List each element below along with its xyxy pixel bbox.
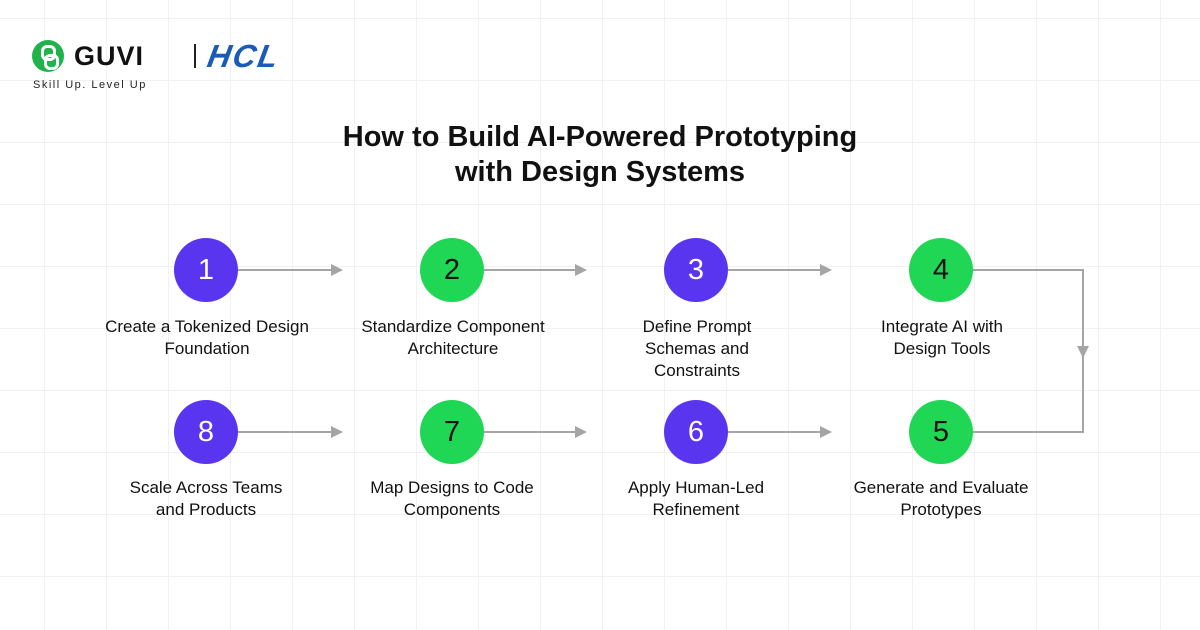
step-8-circle: 8	[174, 400, 238, 464]
guvi-wordmark: GUVI	[74, 41, 145, 71]
arrowhead-1-2	[331, 264, 343, 276]
step-3-label: Define Prompt Schemas and Constraints	[642, 317, 752, 380]
step-8-label: Scale Across Teams and Products	[129, 478, 283, 519]
step-5-number: 5	[932, 415, 950, 448]
step-7-number: 7	[443, 415, 461, 448]
step-5-label: Generate and Evaluate Prototypes	[853, 478, 1029, 519]
step-4-label: Integrate AI with Design Tools	[881, 317, 1003, 358]
step-7-circle: 7	[420, 400, 484, 464]
step-1-circle: 1	[174, 238, 238, 302]
arrowhead-8-7	[331, 426, 343, 438]
step-4-number: 4	[932, 253, 950, 286]
step-1-number: 1	[197, 253, 215, 286]
arrowhead-4-5	[1077, 346, 1089, 358]
title-line-1: How to Build AI-Powered Prototyping	[342, 121, 858, 153]
step-6-label: Apply Human-Led Refinement	[627, 478, 765, 519]
brand-tagline: Skill Up. Level Up	[33, 79, 147, 91]
step-2-circle: 2	[420, 238, 484, 302]
step-1-label: Create a Tokenized Design Foundation	[105, 317, 309, 358]
guvi-logo-icon	[32, 40, 64, 72]
brand-logo: GUVI HCL Skill Up. Level Up	[32, 38, 332, 98]
arrowhead-6-5	[820, 426, 832, 438]
step-8-number: 8	[197, 415, 215, 448]
page-title: How to Build AI-Powered Prototyping with…	[296, 120, 904, 190]
step-5-circle: 5	[909, 400, 973, 464]
step-6-number: 6	[687, 415, 705, 448]
step-2-number: 2	[443, 253, 461, 286]
title-line-2: with Design Systems	[454, 156, 746, 188]
logo-divider	[194, 44, 196, 68]
step-2-label: Standardize Component Architecture	[361, 317, 545, 358]
step-7-label: Map Designs to Code Components	[370, 478, 534, 519]
arrowhead-7-6	[575, 426, 587, 438]
arrowhead-3-4	[820, 264, 832, 276]
step-3-number: 3	[687, 253, 705, 286]
step-4-circle: 4	[909, 238, 973, 302]
step-6-circle: 6	[664, 400, 728, 464]
arrowhead-2-3	[575, 264, 587, 276]
step-3-circle: 3	[664, 238, 728, 302]
